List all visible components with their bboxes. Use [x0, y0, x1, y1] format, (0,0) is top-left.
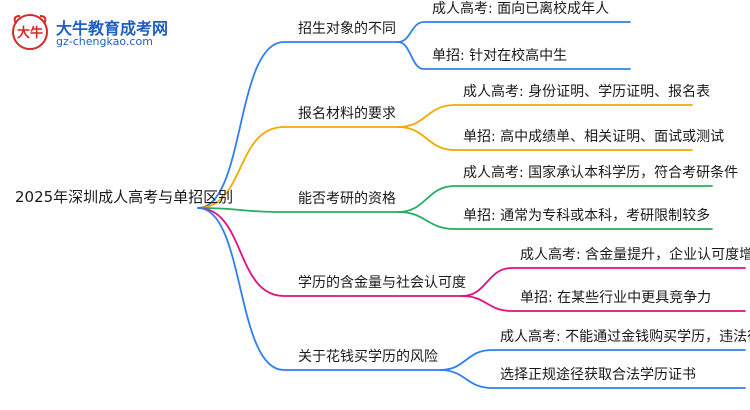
- leaf-label-1-1: 成人高考: 面向已离校成年人: [432, 1, 610, 17]
- branch-connector-4: [197, 207, 463, 297]
- leaf-label-1-2: 单招: 针对在校高中生: [432, 48, 568, 64]
- root-node-label: 2025年深圳成人高考与单招区别: [15, 188, 234, 206]
- branch-label-1: 招生对象的不同: [298, 21, 396, 37]
- logo-title: 大牛教育成考网: [56, 19, 169, 38]
- logo-mark-text: 大牛: [17, 25, 43, 41]
- leaf-connector-5-2: [439, 369, 746, 389]
- bull-logo-icon: 大牛: [12, 14, 48, 50]
- leaf-connector-1-2: [397, 41, 631, 70]
- leaf-connector-4-1: [461, 267, 746, 297]
- logo-url: gz-chengkao.com: [56, 35, 153, 48]
- leaf-label-5-2: 选择正规途径获取合法学历证书: [500, 367, 696, 383]
- leaf-connector-4-2: [461, 295, 746, 312]
- leaf-connector-3-2: [397, 211, 713, 230]
- leaf-label-5-1: 成人高考: 不能通过金钱购买学历，违法行为: [500, 329, 750, 345]
- leaf-connector-5-1: [439, 349, 746, 371]
- branch-connector-2: [197, 126, 399, 209]
- leaf-label-3-1: 成人高考: 国家承认本科学历，符合考研条件: [463, 165, 739, 181]
- leaf-connector-2-2: [397, 126, 693, 151]
- branch-connector-5: [197, 207, 441, 371]
- leaf-connector-1-1: [397, 21, 631, 43]
- branch-connector-3: [197, 207, 399, 213]
- leaf-label-2-1: 成人高考: 身份证明、学历证明、报名表: [463, 84, 711, 100]
- leaf-label-2-2: 单招: 高中成绩单、相关证明、面试或测试: [463, 129, 725, 145]
- branch-label-4: 学历的含金量与社会认可度: [298, 275, 466, 291]
- branch-label-2: 报名材料的要求: [298, 106, 396, 122]
- branch-connector-1: [197, 41, 399, 209]
- branch-label-5: 关于花钱买学历的风险: [298, 349, 438, 365]
- leaf-label-4-1: 成人高考: 含金量提升，企业认可度增加: [520, 247, 750, 263]
- leaf-label-4-2: 单招: 在某些行业中更具竞争力: [520, 290, 712, 306]
- leaf-label-3-2: 单招: 通常为专科或本科，考研限制较多: [463, 208, 711, 224]
- branch-label-3: 能否考研的资格: [298, 191, 396, 207]
- leaf-connector-2-1: [397, 104, 693, 128]
- site-logo[interactable]: 大牛 大牛教育成考网 gz-chengkao.com: [8, 10, 188, 54]
- leaf-connector-3-1: [397, 185, 713, 213]
